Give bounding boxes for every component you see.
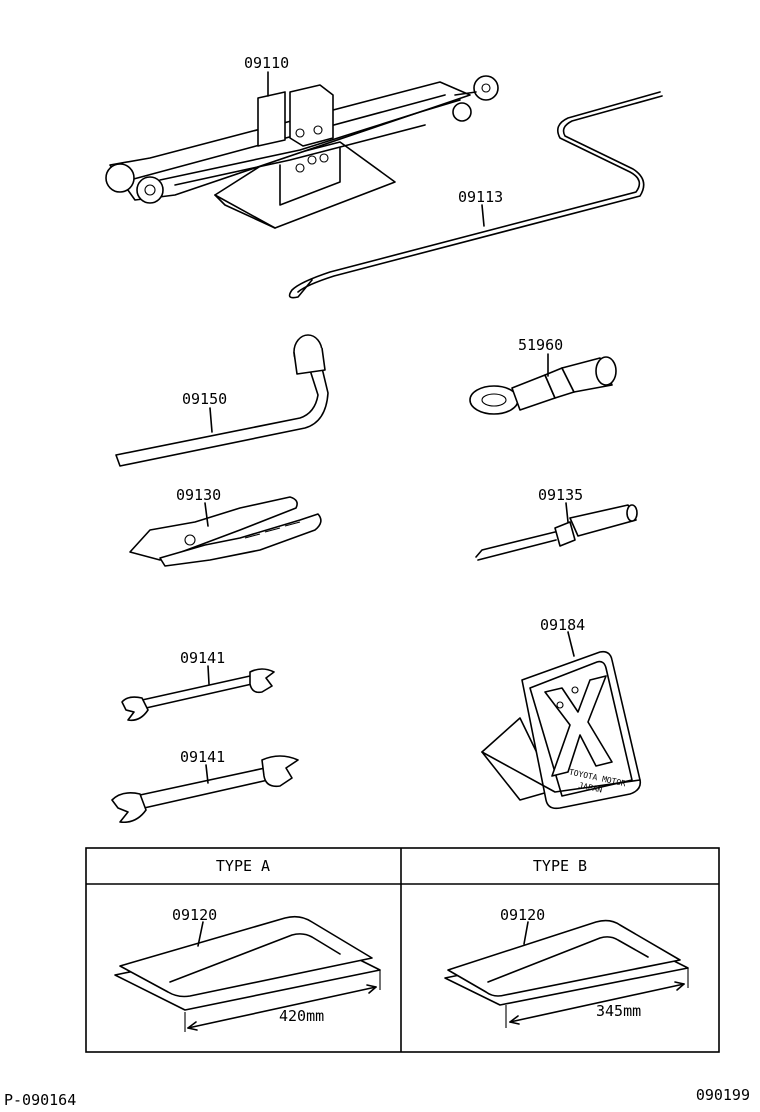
tool-bag-b-part-number: 09120 [500, 906, 545, 924]
tool-bag-a-part-number: 09120 [172, 906, 217, 924]
tool-bag-a-drawing [114, 915, 381, 1032]
type-b-header: TYPE B [533, 857, 587, 875]
jack-handle-part-number: 09113 [458, 188, 503, 206]
footer-right-code: 090199 [696, 1086, 750, 1104]
large-wrench-drawing [111, 755, 299, 824]
tool-bag-b-drawing [444, 919, 689, 1028]
tool-bag-table [85, 847, 720, 1053]
type-a-header: TYPE A [216, 857, 270, 875]
wheel-wrench-drawing [115, 334, 329, 467]
chock-drawing [481, 631, 642, 810]
towing-eye-part-number: 51960 [518, 336, 563, 354]
type-a-dimension: 420mm [279, 1007, 324, 1025]
jack-part-number: 09110 [244, 54, 289, 72]
chock-part-number: 09184 [540, 616, 585, 634]
wheel-wrench-part-number: 09150 [182, 390, 227, 408]
jack-handle-drawing [288, 91, 663, 299]
pliers-part-number: 09130 [176, 486, 221, 504]
towing-eye-drawing [469, 353, 617, 415]
footer-left-code: P-090164 [4, 1091, 76, 1109]
large-wrench-part-number: 09141 [180, 748, 225, 766]
type-b-dimension: 345mm [596, 1002, 641, 1020]
screwdriver-part-number: 09135 [538, 486, 583, 504]
small-wrench-drawing [121, 665, 275, 722]
screwdriver-drawing [475, 502, 638, 561]
jack-drawing [105, 71, 499, 229]
pliers-drawing [129, 496, 322, 567]
small-wrench-part-number: 09141 [180, 649, 225, 667]
